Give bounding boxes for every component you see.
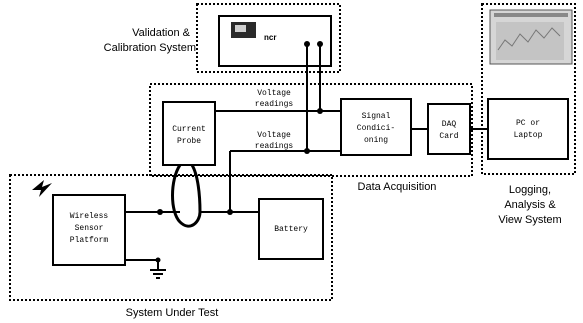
current-probe-label-2: Probe [177, 137, 201, 146]
battery-block [258, 198, 324, 260]
system-under-test-title: System Under Test [126, 307, 219, 319]
laptop-screen-trace [497, 27, 561, 51]
battery-label: Battery [274, 225, 308, 234]
logging-title-2: Analysis & [504, 199, 556, 211]
signal-cond-label-2: Condici- [357, 124, 395, 133]
upper-voltage-label-1: Voltage [257, 89, 291, 98]
pc-label-2: Laptop [514, 131, 543, 140]
wireless-sensor-platform-block [52, 194, 126, 266]
signal-cond-label-3: oning [364, 136, 388, 145]
validation-system-boundary [196, 3, 341, 73]
logging-title-1: Logging, [509, 184, 551, 196]
validation-title-1: Validation & [132, 27, 191, 39]
instrument-label: ncr [264, 33, 276, 42]
signal-conditioning-block [340, 98, 412, 156]
validation-title-2: Calibration System [104, 42, 196, 54]
daq-card-block [427, 103, 471, 155]
pc-label-1: PC or [516, 119, 540, 128]
logging-system-boundary [481, 3, 576, 175]
current-probe-label-1: Current [172, 125, 206, 134]
junction-circuit-left [157, 209, 163, 215]
junction-lower-drop [227, 209, 233, 215]
daq-label-2: Card [439, 132, 458, 141]
lower-voltage-label-1: Voltage [257, 131, 291, 140]
junction-upper-right [317, 108, 323, 114]
daq-label-1: DAQ [442, 120, 457, 129]
junction-lower-right [304, 148, 310, 154]
system-under-test-boundary [9, 174, 333, 301]
current-probe-loop [171, 164, 202, 228]
wsp-label-3: Platform [70, 236, 109, 245]
logging-title-3: View System [498, 214, 561, 226]
signal-cond-label-1: Signal [362, 112, 391, 121]
data-acquisition-title: Data Acquisition [358, 181, 437, 193]
pc-laptop-block [487, 98, 569, 160]
wsp-label-2: Sensor [75, 224, 104, 233]
wireless-lightning-icon [32, 180, 52, 197]
instrument-display-window [235, 25, 246, 32]
upper-voltage-label-2: readings [255, 100, 294, 109]
lower-voltage-label-2: readings [255, 142, 294, 151]
wsp-label-1: Wireless [70, 212, 109, 221]
current-probe-block [162, 101, 216, 166]
laptop-titlebar [494, 13, 568, 17]
ground-symbol [150, 269, 166, 279]
